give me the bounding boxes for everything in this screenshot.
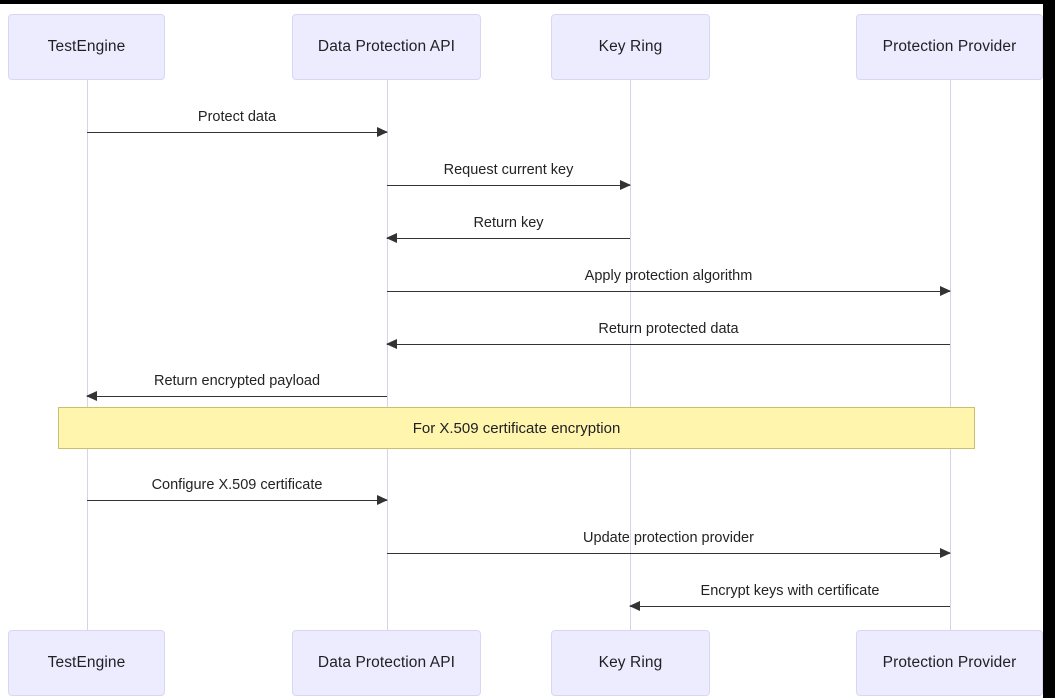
- arrow-shaft: [87, 396, 387, 397]
- actor-footer-protection-provider[interactable]: Protection Provider: [856, 630, 1043, 696]
- note-label: For X.509 certificate encryption: [412, 419, 621, 437]
- arrow-shaft: [387, 291, 950, 292]
- lifeline-data-protection-api: [387, 80, 388, 630]
- message-label: Request current key: [443, 162, 574, 178]
- arrow-head-icon: [386, 232, 397, 243]
- message-label: Return key: [473, 215, 544, 231]
- sequence-diagram-canvas: TestEngine Data Protection API Key Ring …: [0, 4, 1043, 698]
- arrow-head-icon: [940, 547, 951, 558]
- message-label: Return protected data: [598, 321, 739, 337]
- actor-label: Data Protection API: [317, 38, 456, 55]
- arrow-head-icon: [377, 126, 388, 137]
- arrow-head-icon: [377, 494, 388, 505]
- actor-label: Data Protection API: [317, 654, 456, 671]
- message-label: Apply protection algorithm: [584, 268, 753, 284]
- message-label: Configure X.509 certificate: [151, 477, 323, 493]
- actor-header-protection-provider[interactable]: Protection Provider: [856, 14, 1043, 80]
- actor-label: TestEngine: [47, 654, 126, 671]
- lifeline-protection-provider: [950, 80, 951, 630]
- actor-header-key-ring[interactable]: Key Ring: [551, 14, 710, 80]
- arrow-shaft: [387, 553, 950, 554]
- lifeline-test-engine: [87, 80, 88, 630]
- arrow-shaft: [387, 344, 950, 345]
- note-x509-note[interactable]: For X.509 certificate encryption: [58, 407, 975, 449]
- actor-footer-data-protection-api[interactable]: Data Protection API: [292, 630, 481, 696]
- actor-label: Protection Provider: [882, 654, 1017, 671]
- actor-label: TestEngine: [47, 38, 126, 55]
- actor-header-test-engine[interactable]: TestEngine: [8, 14, 165, 80]
- arrow-shaft: [387, 185, 630, 186]
- arrow-head-icon: [629, 600, 640, 611]
- arrow-head-icon: [86, 390, 97, 401]
- arrow-shaft: [87, 132, 387, 133]
- arrow-shaft: [387, 238, 630, 239]
- arrow-shaft: [87, 500, 387, 501]
- actor-footer-test-engine[interactable]: TestEngine: [8, 630, 165, 696]
- actor-label: Key Ring: [598, 38, 663, 55]
- arrow-shaft: [630, 606, 950, 607]
- message-label: Encrypt keys with certificate: [700, 583, 880, 599]
- actor-footer-key-ring[interactable]: Key Ring: [551, 630, 710, 696]
- arrow-head-icon: [386, 338, 397, 349]
- arrow-head-icon: [940, 285, 951, 296]
- actor-label: Protection Provider: [882, 38, 1017, 55]
- message-label: Update protection provider: [583, 530, 754, 546]
- message-label: Protect data: [197, 109, 277, 125]
- actor-label: Key Ring: [598, 654, 663, 671]
- lifeline-key-ring: [630, 80, 631, 630]
- actor-header-data-protection-api[interactable]: Data Protection API: [292, 14, 481, 80]
- arrow-head-icon: [620, 179, 631, 190]
- message-label: Return encrypted payload: [153, 373, 321, 389]
